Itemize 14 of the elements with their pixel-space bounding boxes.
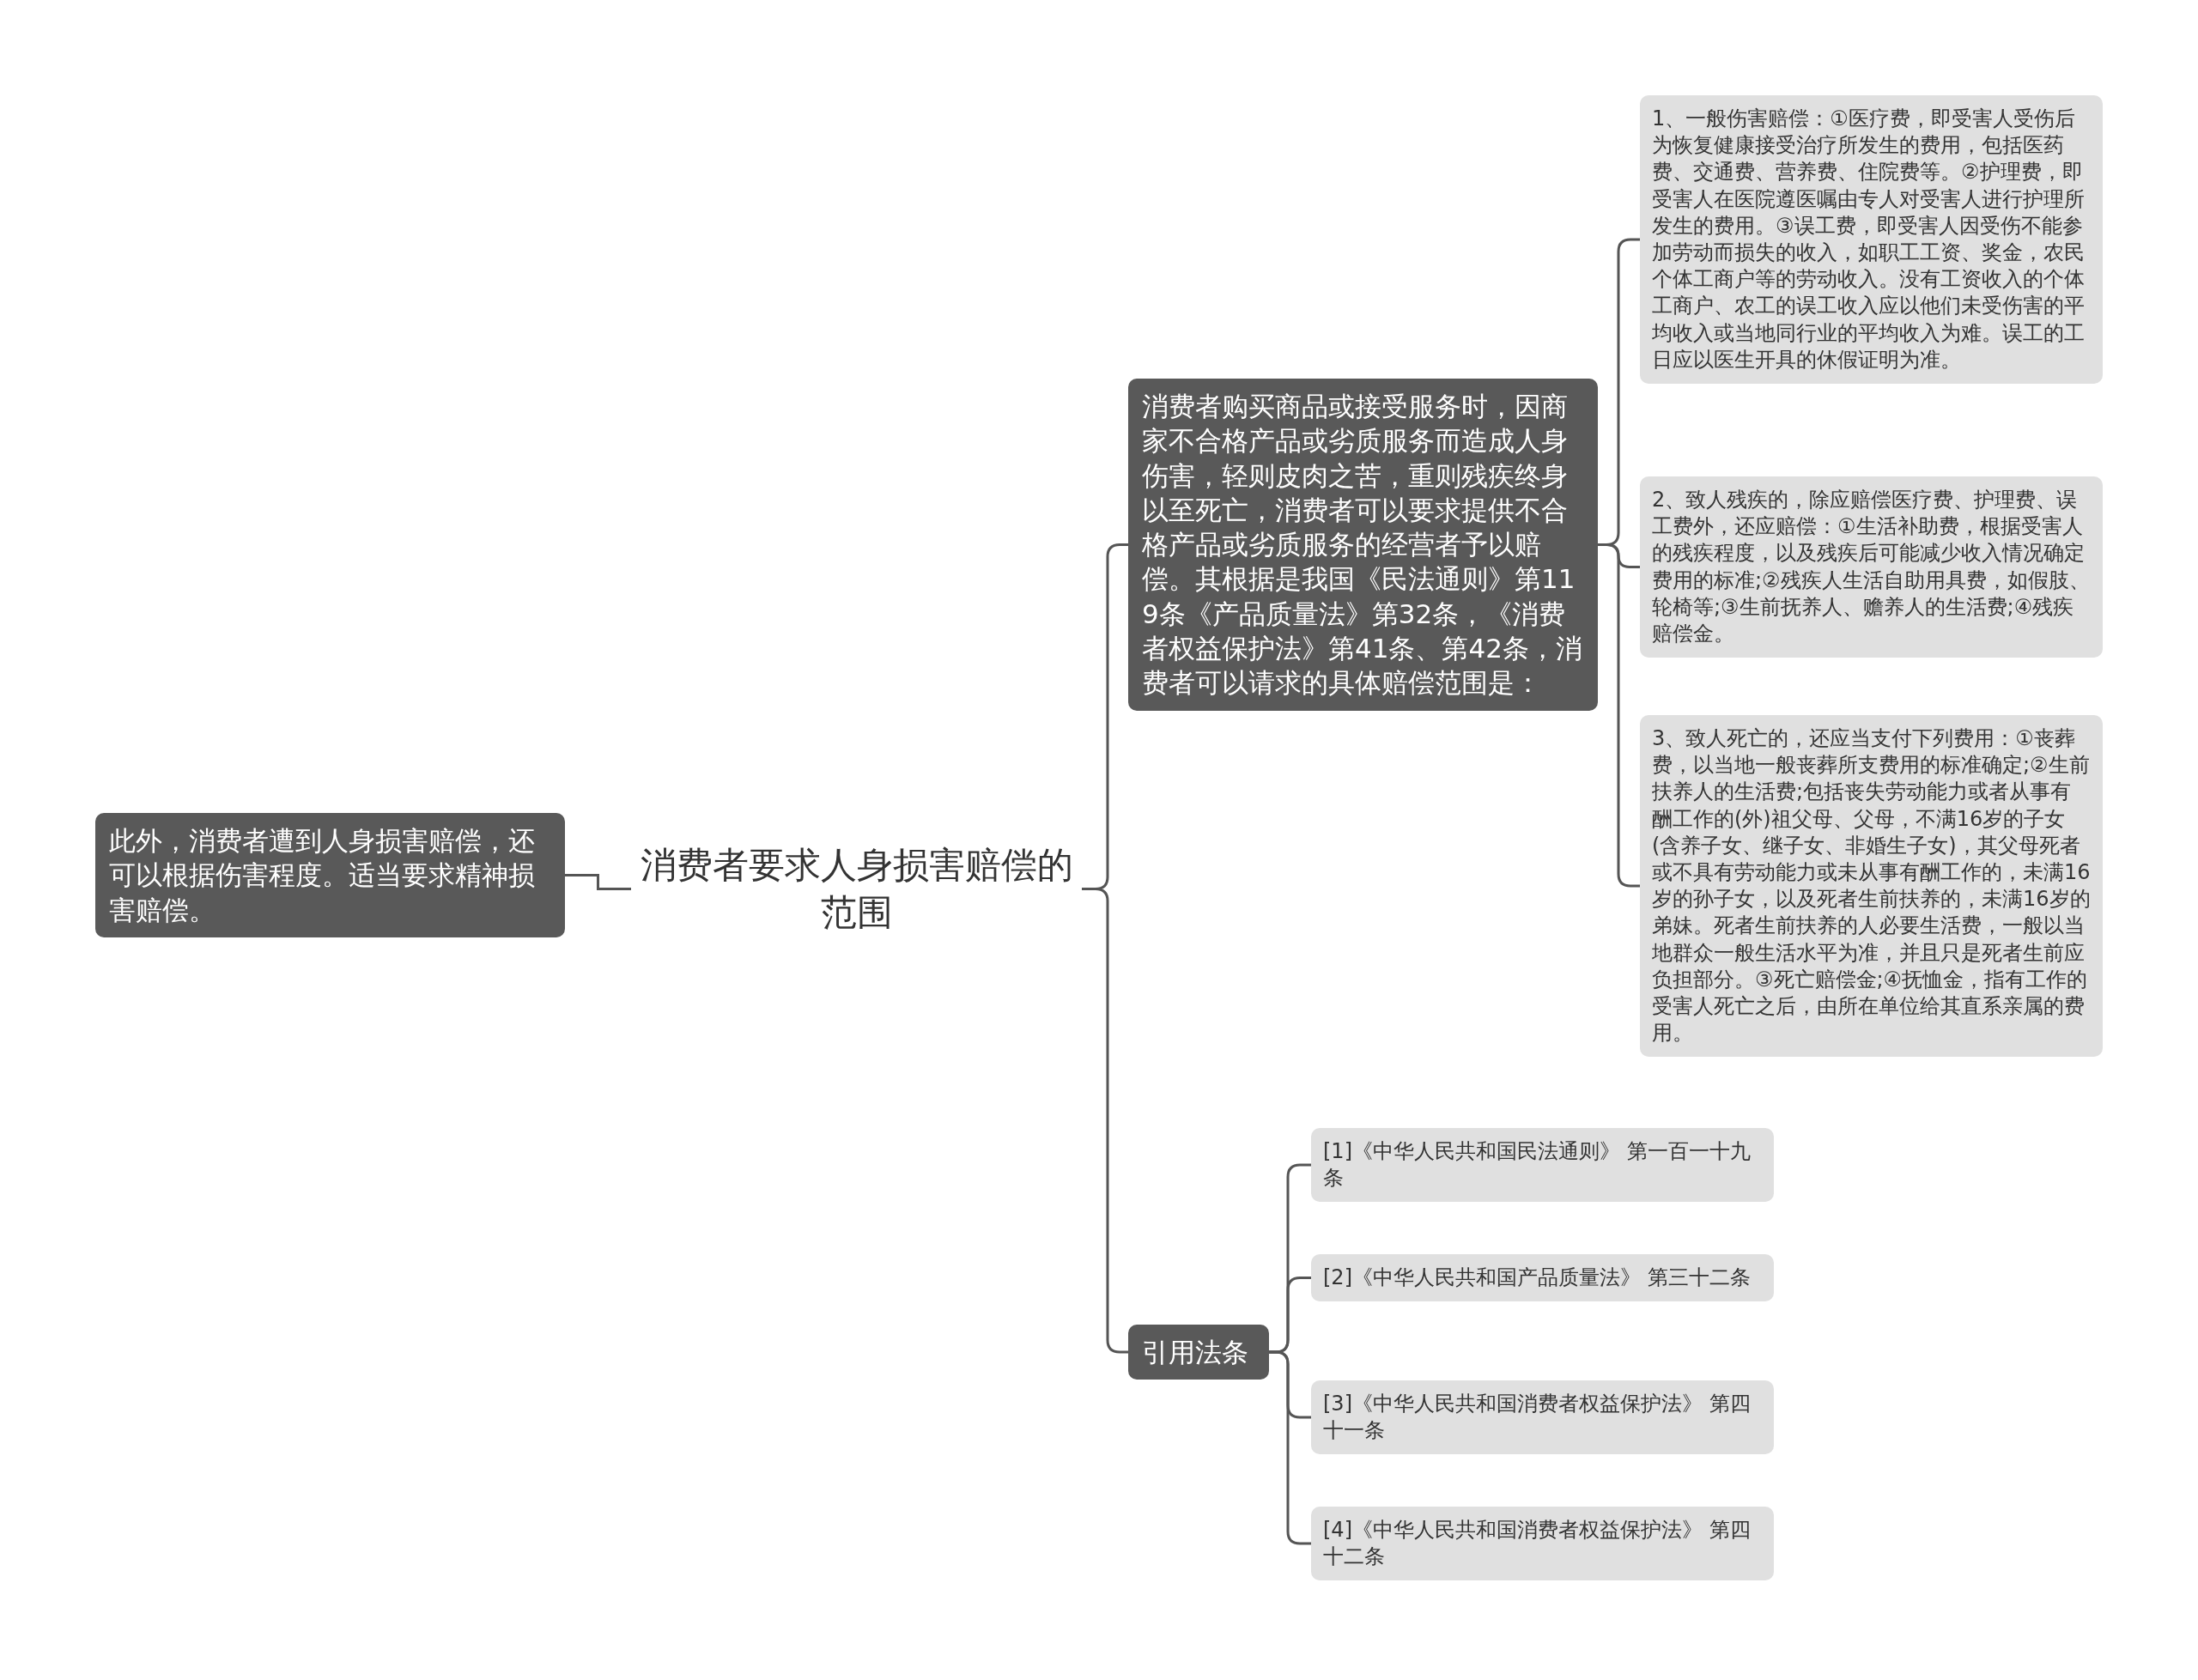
reference-box: [4]《中华人民共和国消费者权益保护法》 第四十二条 <box>1311 1507 1774 1581</box>
reference-box: [1]《中华人民共和国民法通则》 第一百一十九条 <box>1311 1128 1774 1203</box>
connector-line <box>1082 888 1128 1354</box>
topic-box: 消费者购买商品或接受服务时，因商家不合格产品或劣质服务而造成人身伤害，轻则皮肉之苦，重则残疾终身以至死亡，消费者可以要求提供不合格产品或劣质服务的经营者予以赔偿。其根据是我国《民法通则》第119条《产品质量法》第32条，《消费者权益保护法》第41条、第42条，消费者可以请求的具体赔偿范围是： <box>1128 379 1598 711</box>
topic-box: 引用法条 <box>1128 1325 1269 1380</box>
note-box: 2、致人残疾的，除应赔偿医疗费、护理费、误工费外，还应赔偿：①生活补助费，根据受害人的残疾程度，以及残疾后可能减少收入情况确定费用的标准;②残疾人生活自助用具费，如假肢、轮椅等;③生前抚养人、赡养人的生活费;④残疾赔偿金。 <box>1640 476 2103 658</box>
reference-box: [3]《中华人民共和国消费者权益保护法》 第四十一条 <box>1311 1380 1774 1455</box>
connector-line <box>565 874 631 890</box>
central-topic: 消费者要求人身损害赔偿的范围 <box>631 830 1082 949</box>
connector-line <box>1598 543 1640 888</box>
note-box: 3、致人死亡的，还应当支付下列费用：①丧葬费，以当地一般丧葬所支费用的标准确定;②生前扶养人的生活费;包括丧失劳动能力或者从事有酬工作的(外)祖父母、父母，不满16岁的子女(含养子女、继子女、非婚生子女)，其父母死者或不具有劳动能力或未从事有酬工作的，未满16岁的孙子女，以及死者生前扶养的，未满16岁的弟妹。死者生前扶养的人必要生活费，一般以当地群众一般生活水平为准，并且只是死者生前应负担部分。③死亡赔偿金;④抚恤金，指有工作的受害人死亡之后，由所在单位给其直系亲属的费用。 <box>1640 715 2103 1058</box>
reference-box: [2]《中华人民共和国产品质量法》 第三十二条 <box>1311 1254 1774 1302</box>
topic-box: 此外，消费者遭到人身损害赔偿，还可以根据伤害程度。适当要求精神损害赔偿。 <box>95 813 565 937</box>
note-box: 1、一般伤害赔偿：①医疗费，即受害人受伤后为恢复健康接受治疗所发生的费用，包括医药费、交通费、营养费、住院费等。②护理费，即受害人在医院遵医嘱由专人对受害人进行护理所发生的费用。③误工费，即受害人因受伤不能参加劳动而损失的收入，如职工工资、奖金，农民个体工商户等的劳动收入。没有工资收入的个体工商户、农工的误工收入应以他们未受伤害的平均收入或当地同行业的平均收入为难。误工的工日应以医生开具的休假证明为准。 <box>1640 95 2103 384</box>
